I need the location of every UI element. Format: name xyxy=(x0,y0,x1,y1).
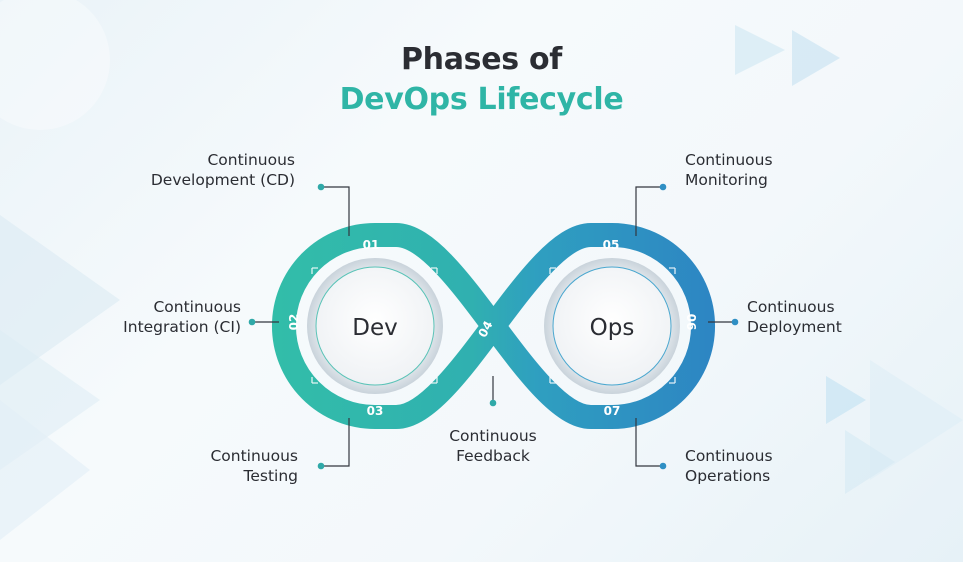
phase-number-01: 01 xyxy=(363,238,380,252)
connector-dots xyxy=(248,183,739,470)
phase-label-07: Continuous Operations xyxy=(685,446,773,486)
connector-03 xyxy=(321,418,350,467)
phase-label-06: Continuous Deployment xyxy=(747,297,842,337)
phase-number-02: 02 xyxy=(287,314,301,331)
connector-dot-01 xyxy=(317,183,325,191)
page-title: Phases of xyxy=(400,42,563,77)
phase-number-04: 04 xyxy=(475,318,495,339)
ops-label: Ops xyxy=(590,315,635,341)
dev-loop: Dev xyxy=(307,258,443,394)
phase-label-02-line1: Continuous xyxy=(153,298,241,316)
infinity-loop xyxy=(272,223,715,429)
connector-01 xyxy=(321,186,350,236)
phase-label-03: Continuous Testing xyxy=(210,446,298,486)
page-subtitle: DevOps Lifecycle xyxy=(339,82,624,117)
phase-label-04: Continuous Feedback xyxy=(433,426,553,466)
phase-label-02-line2: Integration (CI) xyxy=(123,318,241,336)
phase-label-06-line1: Continuous xyxy=(747,298,835,316)
phase-number-06: 06 xyxy=(684,314,698,331)
phase-label-07-line1: Continuous xyxy=(685,447,773,465)
connector-dot-05 xyxy=(659,183,667,191)
phase-label-05: Continuous Monitoring xyxy=(685,150,773,190)
phase-label-07-line2: Operations xyxy=(685,467,771,485)
connector-dot-02 xyxy=(248,318,256,326)
phase-label-01-line2: Development (CD) xyxy=(150,171,295,189)
connector-05 xyxy=(635,186,663,236)
connectors xyxy=(252,186,735,467)
phase-number-03: 03 xyxy=(367,404,384,418)
phase-label-01: Continuous Development (CD) xyxy=(151,150,295,190)
connector-dot-06 xyxy=(731,318,739,326)
connector-dot-03 xyxy=(317,462,325,470)
connector-dot-07 xyxy=(659,462,667,470)
phase-number-07: 07 xyxy=(604,404,621,418)
connector-07 xyxy=(635,418,663,467)
phase-label-05-line2: Monitoring xyxy=(685,171,768,189)
phase-label-01-line1: Continuous xyxy=(207,151,295,169)
phase-label-06-line2: Deployment xyxy=(747,318,842,336)
phase-label-02: Continuous Integration (CI) xyxy=(123,297,241,337)
phase-number-05: 05 xyxy=(603,238,620,252)
phase-label-03-line1: Continuous xyxy=(210,447,298,465)
phase-numbers: 01 02 03 04 05 06 07 xyxy=(287,238,698,418)
band-corner-ticks xyxy=(311,267,676,384)
dev-label: Dev xyxy=(352,315,397,341)
phase-label-04-line1: Continuous xyxy=(449,427,537,445)
phase-label-04-line2: Feedback xyxy=(456,447,530,465)
phase-label-03-line2: Testing xyxy=(243,467,299,485)
ops-loop: Ops xyxy=(544,258,680,394)
connector-dot-04 xyxy=(489,399,497,407)
phase-label-05-line1: Continuous xyxy=(685,151,773,169)
